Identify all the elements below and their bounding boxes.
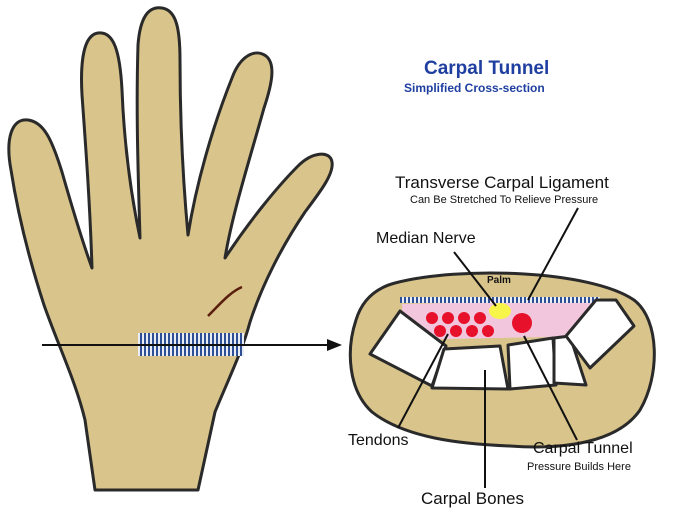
tendon [434,325,446,337]
tendon-large [512,313,532,333]
carpal-bone [432,346,508,389]
median-nerve-label: Median Nerve [376,230,476,248]
cross-section-arrow-head [327,339,342,351]
ligament-label: Transverse Carpal Ligament [395,173,609,193]
carpal-tunnel-note: Pressure Builds Here [527,461,631,473]
tendons-label: Tendons [348,432,409,450]
tendon [442,312,454,324]
carpal-tunnel-label: Carpal Tunnel [533,440,633,458]
ligament-note: Can Be Stretched To Relieve Pressure [410,194,598,206]
carpal-bone [508,338,556,389]
palm-label: Palm [487,275,511,286]
tendon [466,325,478,337]
tendon [426,312,438,324]
tendon [482,325,494,337]
diagram-subtitle: Simplified Cross-section [404,81,545,95]
transverse-ligament-band [400,297,600,303]
diagram-title: Carpal Tunnel [424,58,549,80]
carpal-bones-label: Carpal Bones [421,489,524,509]
tendon [450,325,462,337]
tendon [474,312,486,324]
hand-illustration [9,8,332,490]
median-nerve [489,303,511,319]
tendon [458,312,470,324]
